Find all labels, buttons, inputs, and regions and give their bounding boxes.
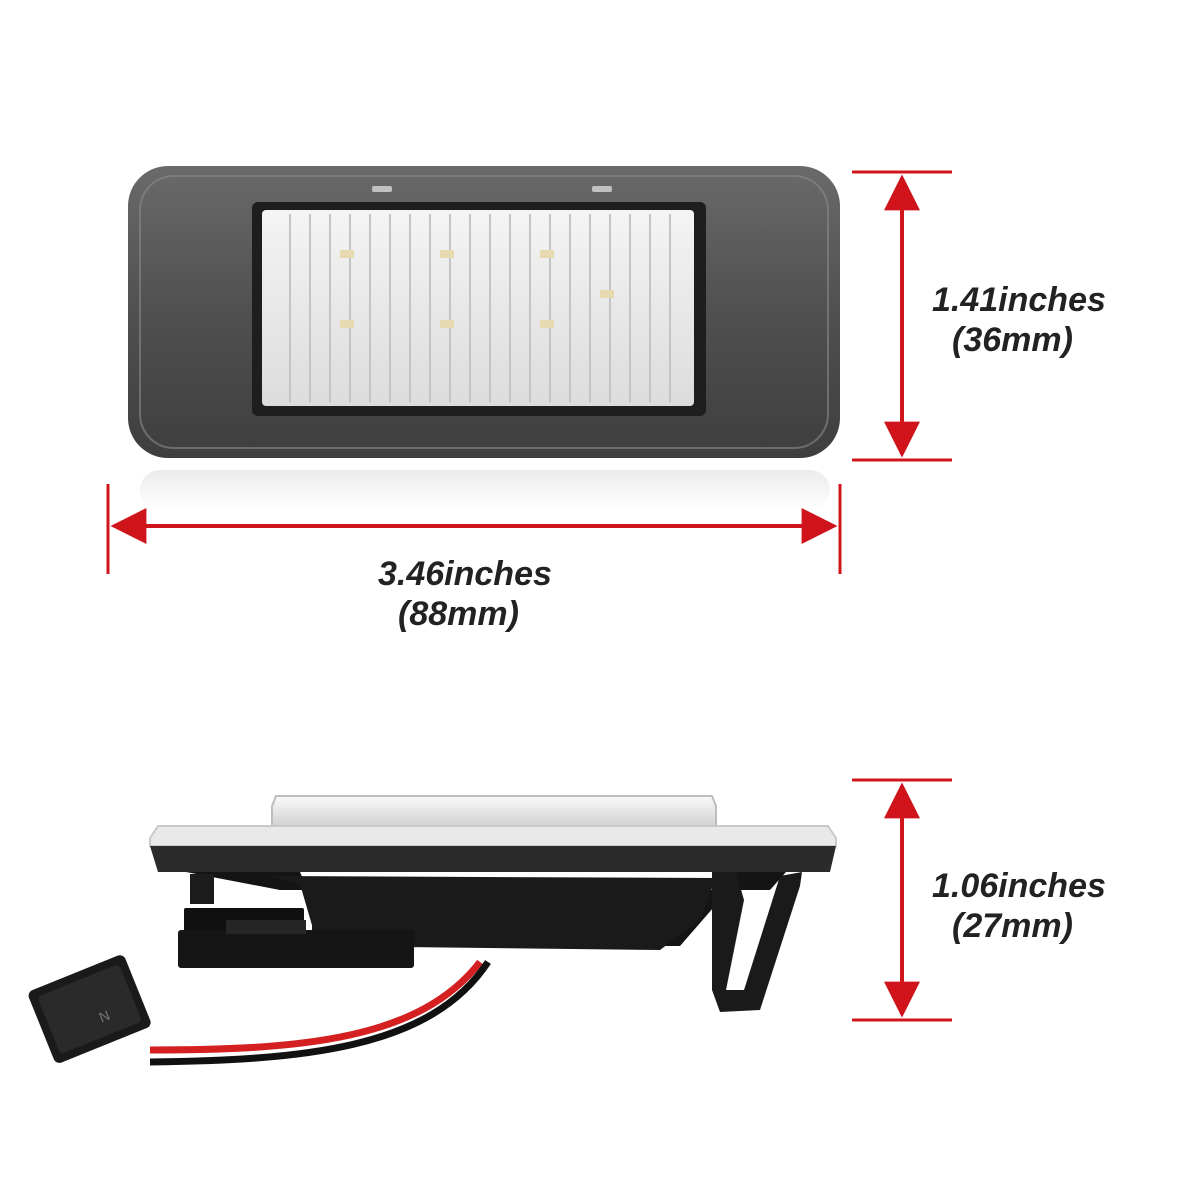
width-label: 3.46inches	[378, 555, 552, 593]
lens-ribs	[289, 214, 671, 402]
width-dimension	[106, 484, 842, 574]
depth-label-mm: (27mm)	[952, 907, 1073, 945]
top-plate	[149, 825, 837, 847]
width-label-mm: (88mm)	[398, 595, 519, 633]
depth-label: 1.06inches	[932, 867, 1106, 905]
depth-dimension	[852, 778, 952, 1022]
height-dimension	[852, 170, 952, 462]
height-label: 1.41inches	[932, 281, 1106, 319]
led-chips	[340, 250, 614, 328]
height-label-mm: (36mm)	[952, 321, 1073, 359]
gasket	[150, 846, 836, 872]
plug-connector: N	[28, 955, 151, 1063]
top-view-lamp	[128, 166, 840, 510]
side-view-lamp	[149, 795, 837, 1012]
wire-harness	[149, 959, 491, 1066]
mounting-clip	[712, 872, 802, 1012]
side-lens	[271, 795, 717, 829]
